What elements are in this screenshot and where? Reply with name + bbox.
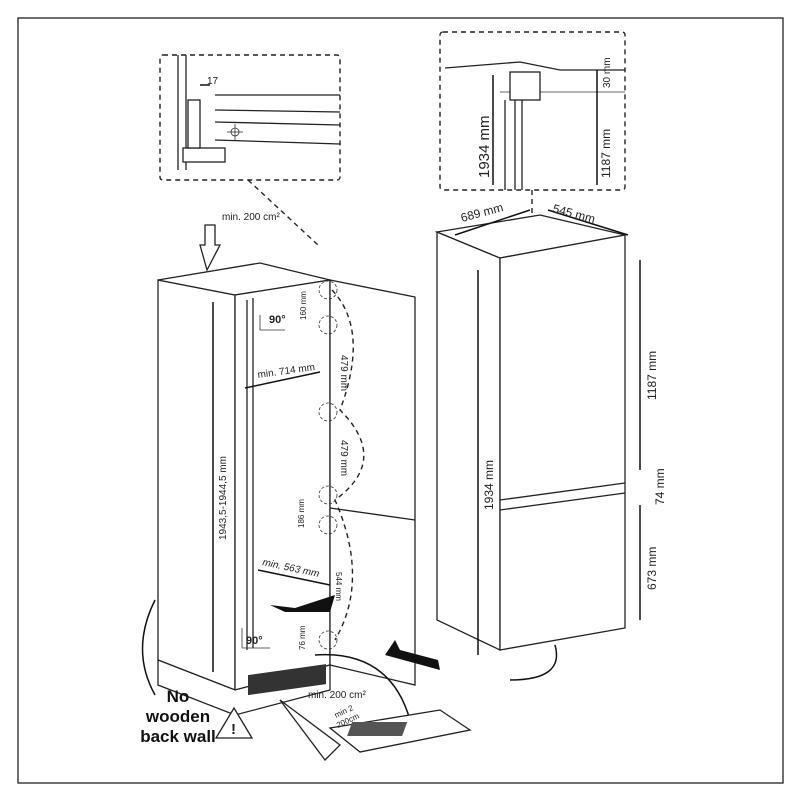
- inset-gap-label: 17: [207, 76, 219, 87]
- inset-top-detail: 30 mm 1934 mm 1187 mm: [439, 31, 626, 191]
- warning-note: No wooden back wall: [140, 687, 216, 746]
- inset-total-height-label: 1934 mm: [476, 115, 493, 178]
- inset-top-gap-label: 30 mm: [602, 57, 613, 88]
- hinge-gap-1-label: 160 mm: [299, 291, 308, 320]
- niche-height-label: 1943,5-1944,5 mm: [218, 456, 229, 540]
- angle-top-label: 90°: [269, 314, 286, 326]
- angle-bottom-label: 90°: [246, 635, 263, 647]
- warning-icon: !: [231, 721, 236, 738]
- vent-bottom-label: min. 200 cm²: [308, 690, 366, 701]
- hinge-gap-4-label: 186 mm: [297, 499, 306, 528]
- cabinet-drawing: ! min. 200 cm² 160 mm 90° 479 mm min. 71…: [141, 212, 472, 761]
- appliance-upper-door-label: 1187 mm: [645, 351, 659, 400]
- outer-border: [17, 17, 784, 784]
- vent-top-label: min. 200 cm²: [222, 212, 280, 223]
- appliance-gap-label: 74 mm: [653, 468, 667, 505]
- hinge-gap-5-label: 544 mm: [334, 572, 343, 601]
- inset-upper-height-label: 1187 mm: [599, 129, 613, 178]
- appliance-drawing: 689 mm 545 mm 1187 mm 1934 mm 74 mm 673 …: [434, 200, 667, 681]
- appliance-total-height-label: 1934 mm: [482, 460, 496, 510]
- appliance-lower-door-label: 673 mm: [645, 547, 659, 590]
- inset-leader: [247, 179, 319, 246]
- warning-line-2: wooden: [145, 707, 210, 726]
- hinge-gap-6-label: 76 mm: [298, 625, 307, 650]
- warning-line-3: back wall: [140, 727, 216, 746]
- warning-line-1: No: [167, 687, 190, 706]
- hinge-gap-2-label: 479 mm: [338, 355, 349, 391]
- inset-hinge-detail: 17: [159, 54, 341, 181]
- hinge-gap-3-label: 479 mm: [338, 440, 349, 476]
